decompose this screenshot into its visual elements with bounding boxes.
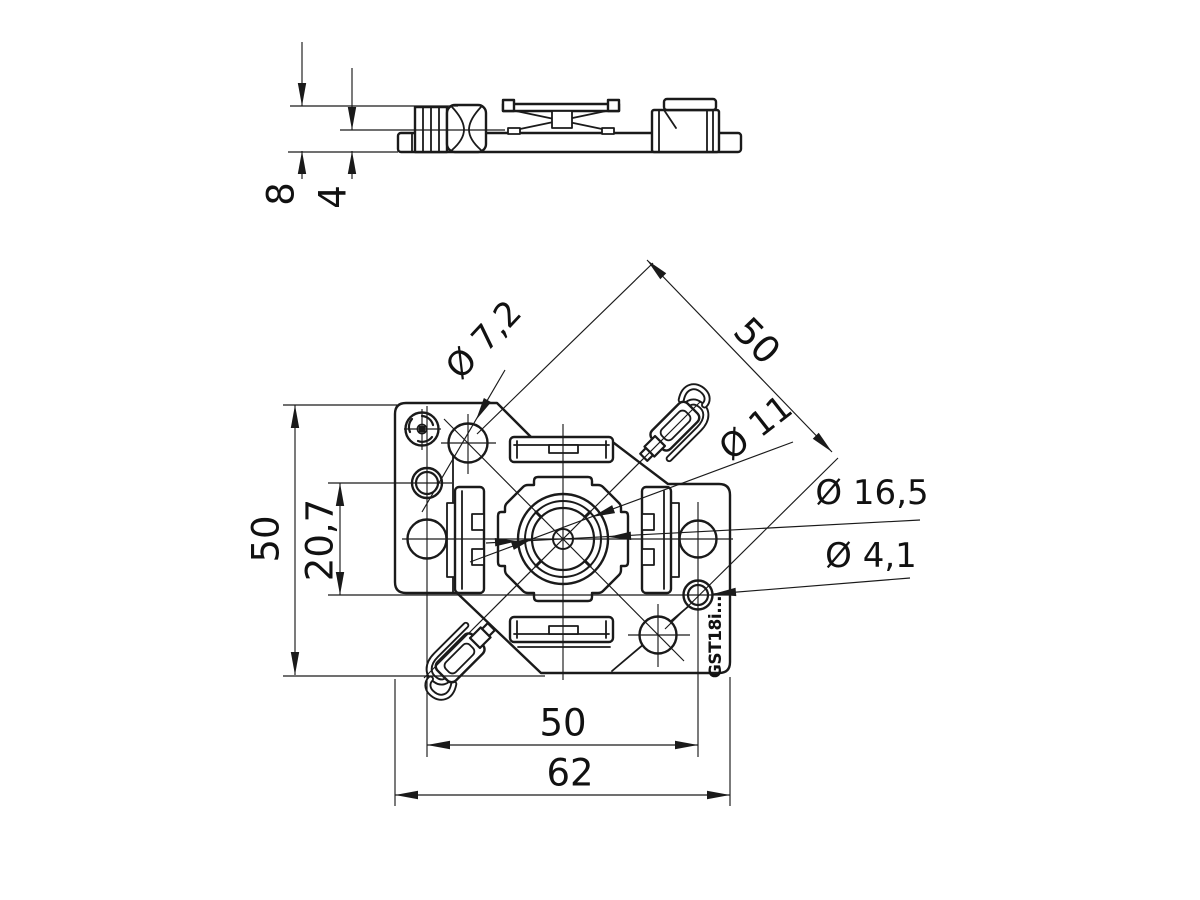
dim-bottom-spacing-label: 50 [539, 702, 586, 745]
dim-diagonal-spacing-label: 50 [725, 309, 789, 373]
bottom-rail [508, 615, 615, 644]
retention-clip-top-right [639, 383, 711, 463]
side-middle-bracket [501, 98, 621, 135]
dim-plate-thickness-label: 4 [312, 185, 355, 209]
right-rail [640, 485, 680, 595]
side-right-block [650, 97, 721, 154]
dim-small-hole-diameter-label: Ø 4,1 [825, 536, 917, 576]
leader-dia-4-1 [712, 577, 911, 595]
part-model-label: GST18i... [706, 596, 726, 678]
side-view [396, 97, 743, 154]
dim-hole-row-offset-label: 20,7 [299, 499, 342, 581]
dim-corner-hole-diameter-label: Ø 7,2 [438, 293, 530, 387]
dimension-lines [283, 42, 921, 806]
side-left-block [413, 103, 488, 154]
dimension-arrows [290, 83, 832, 800]
dim-center-outer-diameter-label: Ø 16,5 [815, 473, 928, 513]
leader-dia-7-2 [421, 369, 506, 513]
left-rail [446, 485, 486, 595]
centerlines [402, 401, 733, 757]
retention-clip-bottom-left [424, 621, 496, 701]
dim-overall-width-label: 62 [546, 752, 593, 795]
dim-center-inner-diameter-label: Ø 11 [712, 387, 800, 468]
top-rail [508, 435, 615, 464]
dim-front-height-label: 50 [245, 515, 288, 562]
dim-side-height-label: 8 [260, 182, 303, 206]
